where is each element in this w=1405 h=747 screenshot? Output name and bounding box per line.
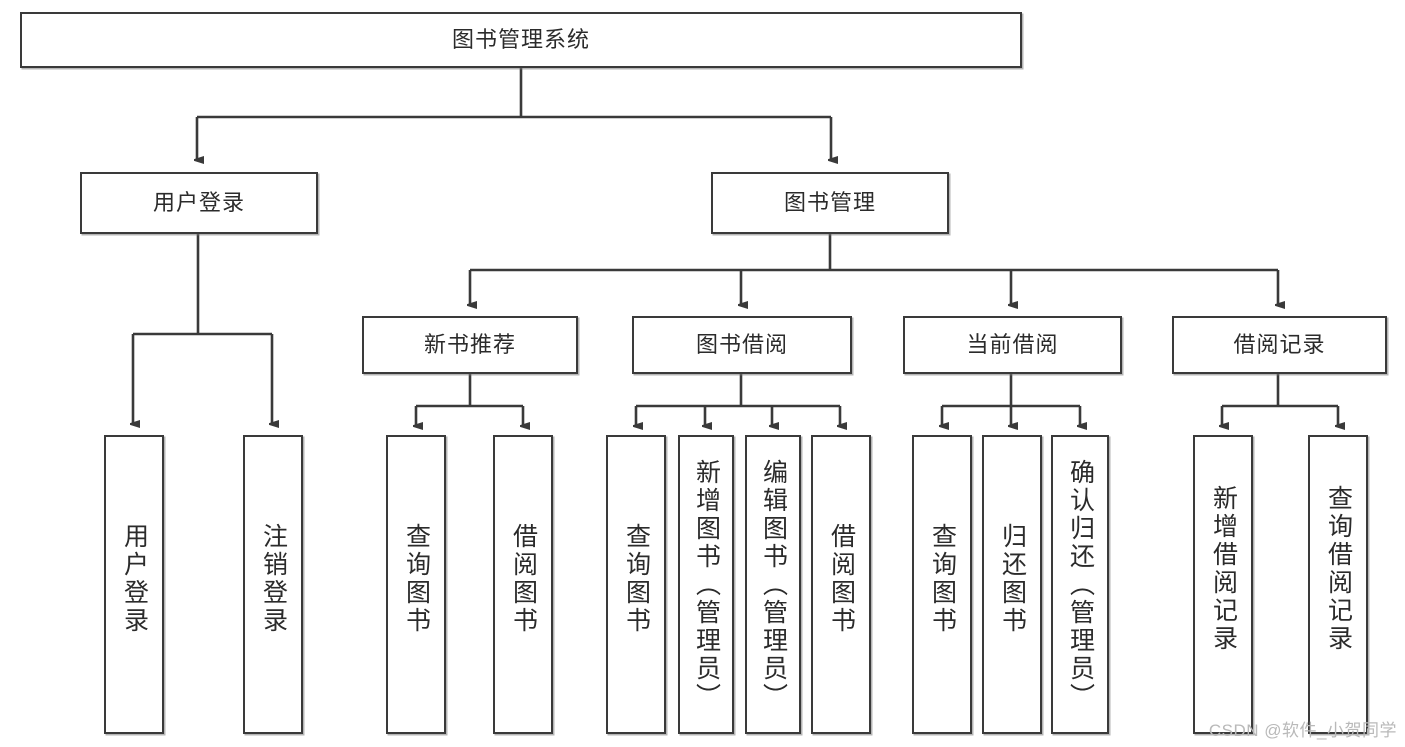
node-leaf-add-book[interactable]: 新增图书（管理员）	[678, 435, 734, 734]
node-leaf-query-record-label: 查询借阅记录	[1324, 485, 1353, 653]
node-leaf-borrow-book-1-label: 借阅图书	[509, 523, 538, 635]
node-leaf-query-book-3[interactable]: 查询图书	[912, 435, 972, 734]
node-leaf-return-book[interactable]: 归还图书	[982, 435, 1042, 734]
node-leaf-query-book-2-label: 查询图书	[622, 523, 651, 635]
node-book-manage[interactable]: 图书管理	[711, 172, 949, 234]
node-leaf-logout-login[interactable]: 注销登录	[243, 435, 303, 734]
node-book-manage-label: 图书管理	[783, 189, 876, 215]
node-leaf-user-login[interactable]: 用户登录	[104, 435, 164, 734]
node-leaf-user-login-label: 用户登录	[120, 523, 149, 635]
node-new-book-rec[interactable]: 新书推荐	[362, 316, 578, 374]
node-leaf-query-book-2[interactable]: 查询图书	[606, 435, 666, 734]
node-new-book-rec-label: 新书推荐	[423, 331, 516, 357]
node-leaf-query-book-1-label: 查询图书	[402, 523, 431, 635]
node-root[interactable]: 图书管理系统	[20, 12, 1022, 68]
node-leaf-confirm-return-label: 确认归还（管理员）	[1066, 459, 1095, 711]
node-leaf-query-book-3-label: 查询图书	[928, 523, 957, 635]
node-current-borrow[interactable]: 当前借阅	[903, 316, 1122, 374]
node-root-label: 图书管理系统	[451, 26, 590, 52]
node-leaf-edit-book-label: 编辑图书（管理员）	[759, 459, 788, 711]
node-book-borrow[interactable]: 图书借阅	[632, 316, 852, 374]
node-leaf-query-record[interactable]: 查询借阅记录	[1308, 435, 1368, 734]
node-leaf-add-book-label: 新增图书（管理员）	[692, 459, 721, 711]
node-leaf-borrow-book-2-label: 借阅图书	[827, 523, 856, 635]
node-leaf-return-book-label: 归还图书	[998, 523, 1027, 635]
node-book-borrow-label: 图书借阅	[695, 331, 788, 357]
node-borrow-record-label: 借阅记录	[1233, 331, 1326, 357]
node-leaf-borrow-book-1[interactable]: 借阅图书	[493, 435, 553, 734]
node-leaf-add-record-label: 新增借阅记录	[1209, 485, 1238, 653]
node-leaf-borrow-book-2[interactable]: 借阅图书	[811, 435, 871, 734]
node-user-login-label: 用户登录	[152, 189, 245, 215]
node-leaf-edit-book[interactable]: 编辑图书（管理员）	[745, 435, 801, 734]
node-borrow-record[interactable]: 借阅记录	[1172, 316, 1387, 374]
node-leaf-query-book-1[interactable]: 查询图书	[386, 435, 446, 734]
node-leaf-confirm-return[interactable]: 确认归还（管理员）	[1051, 435, 1109, 734]
node-leaf-add-record[interactable]: 新增借阅记录	[1193, 435, 1253, 734]
node-user-login[interactable]: 用户登录	[80, 172, 318, 234]
node-current-borrow-label: 当前借阅	[966, 331, 1059, 357]
node-leaf-logout-login-label: 注销登录	[259, 523, 288, 635]
